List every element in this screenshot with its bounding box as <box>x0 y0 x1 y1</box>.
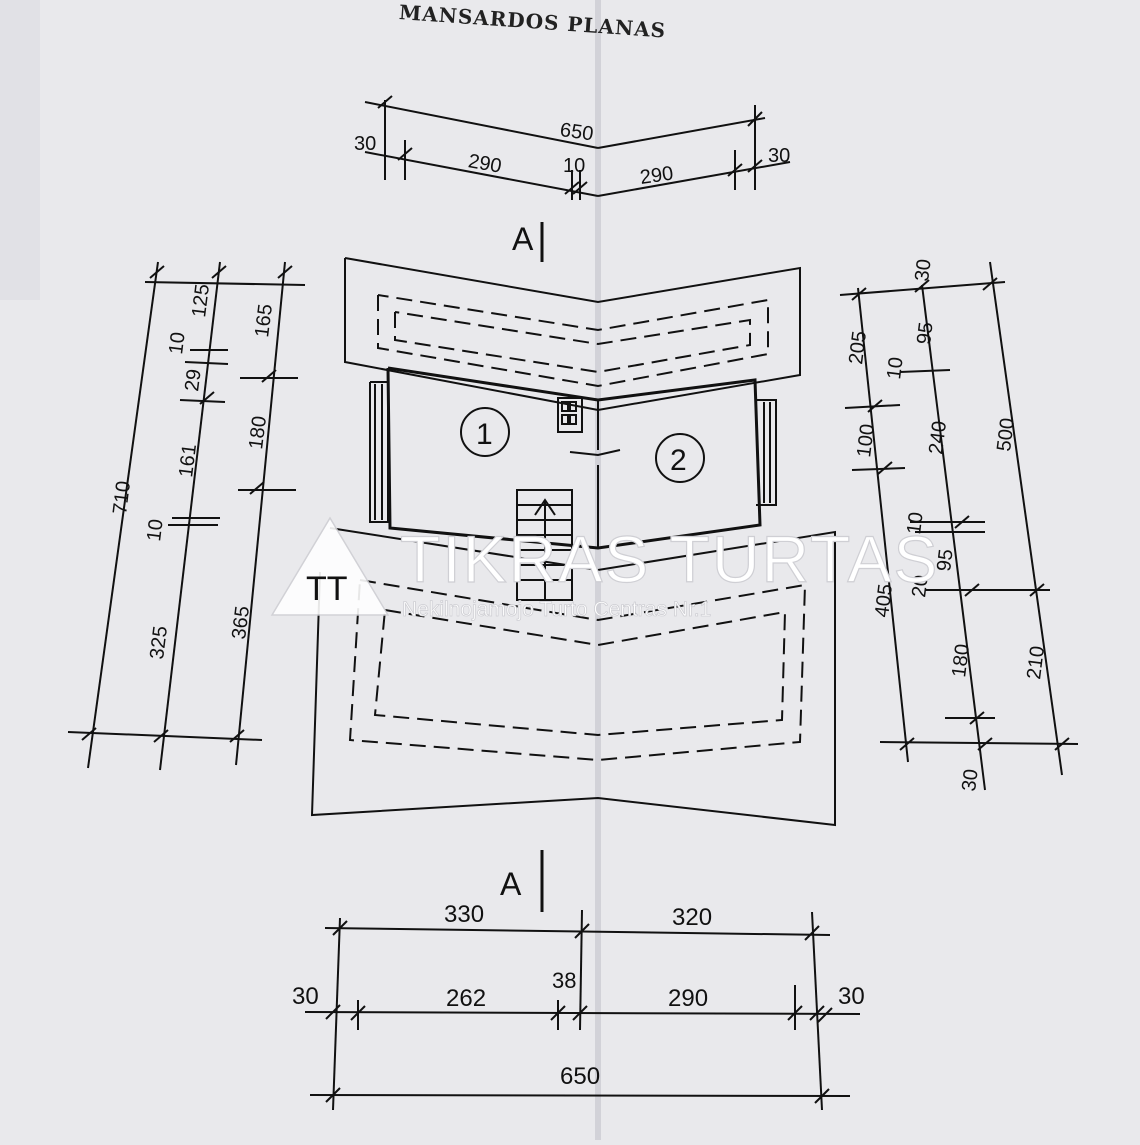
section-mark-bottom: A <box>500 866 522 902</box>
dim-right-seg-i: 405 <box>871 583 897 619</box>
dim-right-top-wall: 30 <box>911 258 936 283</box>
dim-right-seg-a: 205 <box>845 330 871 366</box>
dim-right-seg-f: 10 <box>903 511 928 536</box>
left-dimensions <box>67 261 306 771</box>
room-2-label: 2 <box>670 444 687 477</box>
dim-left-mid-b: 180 <box>245 415 271 451</box>
dim-bottom-left-span: 262 <box>446 985 486 1012</box>
dim-left-seg-b: 10 <box>165 331 190 356</box>
dim-left-seg-e: 10 <box>143 518 168 543</box>
watermark: TT TIKRAS TURTAS Nekilnojamojo Turto Cen… <box>270 516 939 621</box>
dim-bottom-left-wall: 30 <box>292 983 319 1010</box>
dim-right-bottom-wall: 30 <box>958 768 983 793</box>
watermark-tagline: Nekilnojamojo Turto Centras Nr.1 <box>402 598 711 621</box>
dim-left-mid-c: 365 <box>228 605 254 641</box>
paper-edge <box>0 0 40 300</box>
dim-right-seg-k: 210 <box>1023 645 1049 681</box>
dim-left-mid-a: 165 <box>251 303 277 339</box>
dim-top-overall: 650 <box>559 119 595 145</box>
dim-top-right-wall: 30 <box>768 145 790 167</box>
dim-left-overall: 710 <box>109 480 135 516</box>
dim-bottom-right-wall: 30 <box>838 983 865 1010</box>
dim-bottom-right-total: 320 <box>672 904 712 931</box>
dim-right-seg-g: 95 <box>933 548 958 573</box>
dim-top-left-span: 290 <box>467 150 504 177</box>
dim-right-seg-e: 240 <box>925 420 951 456</box>
dim-right-seg-d: 100 <box>853 423 879 459</box>
room-2-marker <box>655 433 705 483</box>
dim-right-seg-h: 20 <box>908 574 933 599</box>
dim-left-seg-f: 325 <box>146 625 172 661</box>
dim-right-seg-j: 180 <box>948 643 974 679</box>
dim-left-seg-a: 125 <box>188 283 214 319</box>
dim-top-middle: 10 <box>563 155 585 177</box>
section-mark-top: A <box>512 221 534 257</box>
right-dimensions <box>839 261 1079 791</box>
top-dimensions <box>364 95 791 200</box>
dim-left-seg-d: 161 <box>175 443 201 479</box>
bottom-dimensions <box>304 909 861 1111</box>
dim-right-seg-c: 95 <box>913 321 938 346</box>
dim-right-seg-b: 10 <box>883 356 908 381</box>
dim-bottom-middle: 38 <box>552 968 576 993</box>
watermark-logo-letters: TT <box>306 570 348 608</box>
room-1-label: 1 <box>476 418 493 451</box>
dim-right-overall: 500 <box>993 417 1019 453</box>
watermark-logo-icon <box>270 516 390 616</box>
dim-top-right-span: 290 <box>639 163 675 189</box>
dim-bottom-right-span: 290 <box>668 985 708 1012</box>
dim-bottom-overall: 650 <box>560 1063 600 1090</box>
dim-top-left-wall: 30 <box>354 133 376 155</box>
room-1-marker <box>460 407 510 457</box>
building-outline <box>310 257 836 827</box>
watermark-name: TIKRAS TURTAS <box>400 522 939 596</box>
dim-bottom-left-total: 330 <box>444 901 484 928</box>
dim-left-seg-c: 29 <box>181 368 206 393</box>
